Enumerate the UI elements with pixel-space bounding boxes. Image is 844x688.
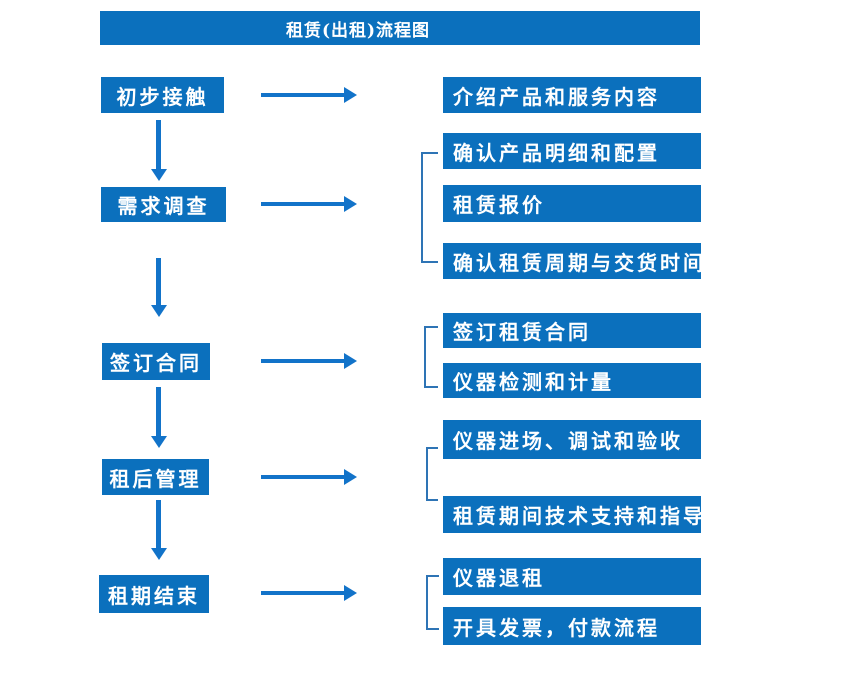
right-arrow-icon-2	[261, 202, 344, 206]
flowchart-title-bar: 租赁(出租)流程图	[100, 11, 700, 45]
output-box-rental-quotation: 租赁报价	[443, 185, 701, 222]
down-arrow-icon-3	[156, 387, 161, 436]
output-box-invoice-payment-process: 开具发票，付款流程	[443, 607, 701, 645]
right-arrow-icon-4	[261, 475, 344, 479]
right-arrow-icon-1	[261, 93, 344, 97]
bracket-icon-post-rental-group	[426, 447, 438, 501]
step-box-rental-end: 租期结束	[99, 575, 209, 613]
output-box-instrument-return: 仪器退租	[443, 558, 701, 595]
bracket-icon-sign-contract-group	[424, 326, 438, 388]
bracket-icon-rental-end-group	[426, 575, 439, 630]
output-box-technical-support-guidance: 租赁期间技术支持和指导	[443, 496, 703, 533]
down-arrow-icon-1	[156, 120, 161, 169]
step-box-initial-contact: 初步接触	[101, 77, 224, 113]
right-arrow-icon-3	[261, 359, 344, 363]
step-box-demand-survey: 需求调查	[101, 187, 226, 222]
output-box-confirm-product-details: 确认产品明细和配置	[443, 133, 701, 169]
right-arrow-icon-5	[261, 591, 344, 595]
output-box-instrument-arrival-debug-acceptance: 仪器进场、调试和验收	[443, 420, 701, 459]
bracket-icon-demand-survey-group	[421, 152, 438, 263]
output-box-introduce-products-services: 介绍产品和服务内容	[443, 77, 701, 113]
flowchart-title: 租赁(出租)流程图	[285, 20, 431, 41]
down-arrow-icon-2	[156, 258, 161, 305]
output-box-sign-rental-contract: 签订租赁合同	[443, 313, 701, 348]
step-box-sign-contract: 签订合同	[102, 343, 210, 380]
output-box-instrument-inspection-metering: 仪器检测和计量	[443, 363, 701, 398]
output-box-confirm-rental-period-delivery: 确认租赁周期与交货时间	[443, 243, 703, 279]
step-box-post-rental-management: 租后管理	[102, 459, 209, 495]
down-arrow-icon-4	[156, 500, 161, 548]
